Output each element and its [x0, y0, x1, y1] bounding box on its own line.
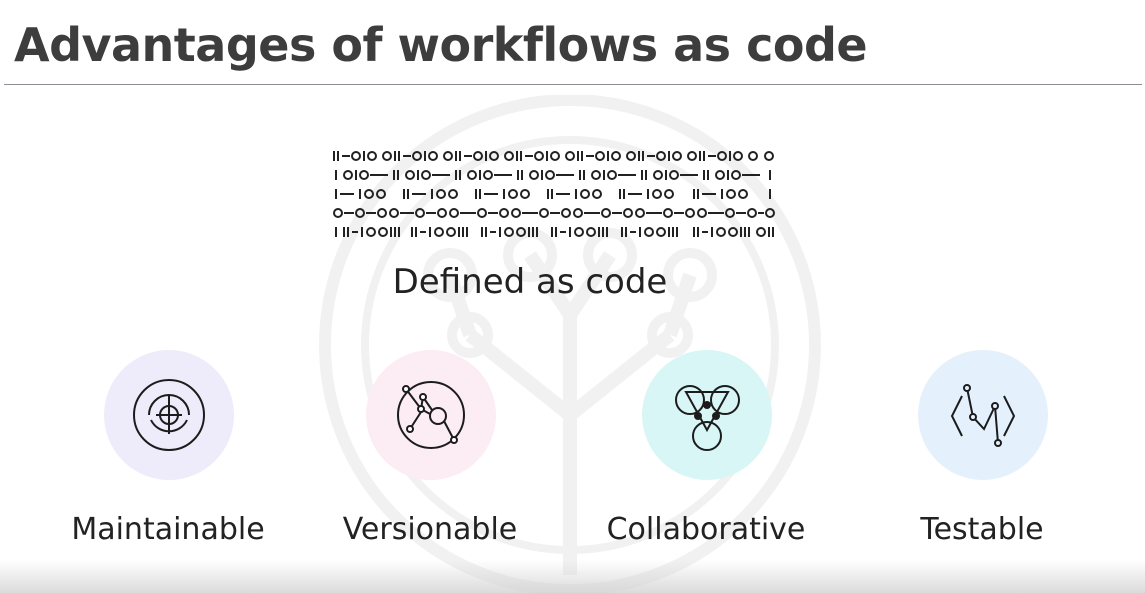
node-network-icon [397, 381, 465, 449]
collaborative-badge [642, 350, 772, 480]
feature-label: Versionable [342, 512, 518, 547]
defined-as-code-label: Defined as code [392, 262, 668, 302]
feature-label: Testable [920, 512, 1044, 547]
feature-versionable: Versionable [300, 350, 560, 560]
maintainable-badge [104, 350, 234, 480]
feature-collaborative: Collaborative [576, 350, 836, 560]
slide-title: Advantages of workflows as code [14, 18, 868, 72]
venn-triangle-icon [675, 385, 740, 451]
feature-label: Maintainable [71, 512, 265, 547]
crosshair-dial-icon [133, 379, 205, 451]
bottom-shadow [0, 560, 1145, 593]
feature-testable: Testable [852, 350, 1112, 560]
versionable-badge [366, 350, 496, 480]
binary-code-icon [333, 151, 775, 237]
title-divider [4, 84, 1142, 85]
code-check-icon [950, 384, 1016, 447]
feature-maintainable: Maintainable [38, 350, 298, 560]
feature-label: Collaborative [606, 512, 806, 547]
testable-badge [918, 350, 1048, 480]
